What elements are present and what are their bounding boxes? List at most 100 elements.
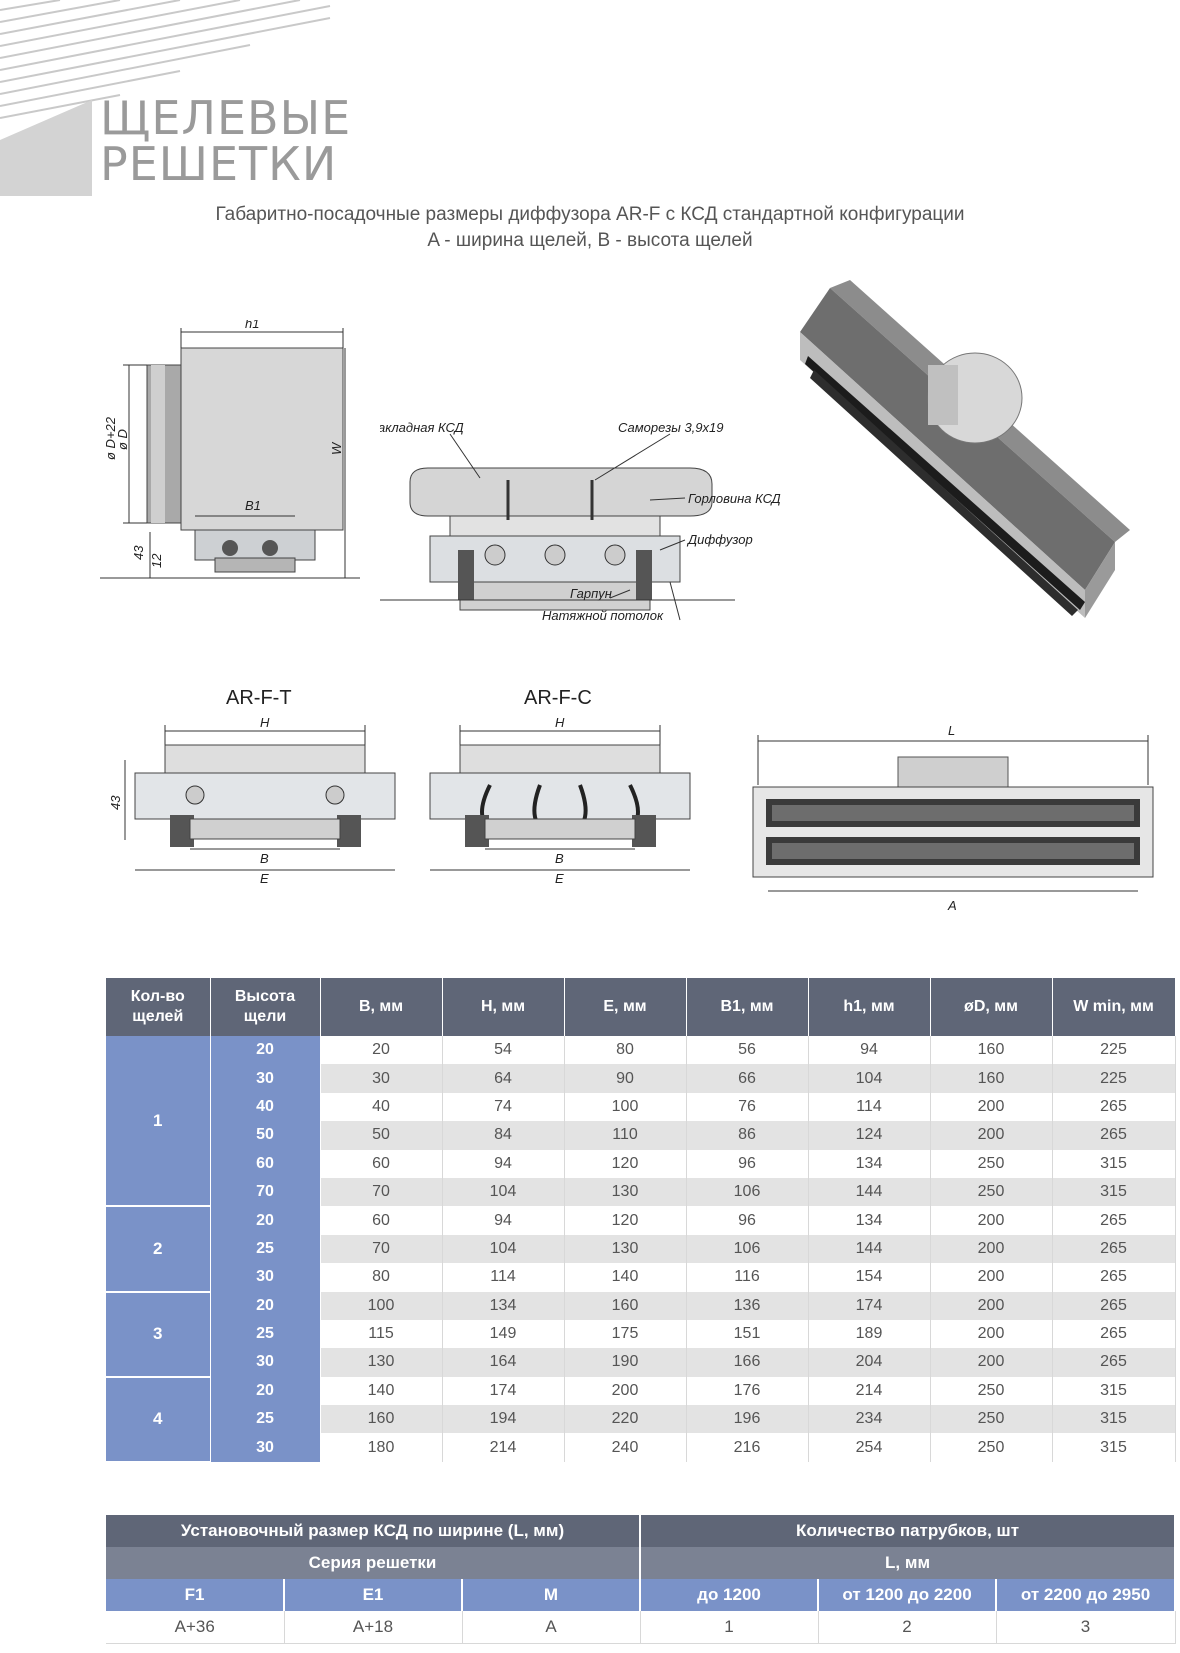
table-cell: 200 bbox=[930, 1234, 1053, 1264]
slot-height-cell: 20 bbox=[210, 1206, 321, 1235]
table-header-cell: øD, мм bbox=[930, 978, 1053, 1036]
table-cell: 204 bbox=[808, 1348, 931, 1377]
table-cell: 134 bbox=[808, 1206, 931, 1235]
table-cell: 151 bbox=[686, 1319, 809, 1349]
table-cell: 70 bbox=[320, 1234, 443, 1264]
table-cell: 140 bbox=[564, 1263, 687, 1292]
table-header-cell: h1, мм bbox=[808, 978, 931, 1036]
table-cell: 265 bbox=[1052, 1319, 1176, 1349]
dim-l: L bbox=[948, 723, 955, 738]
ksd-values-row: A+36 A+18 A 1 2 3 bbox=[106, 1611, 1176, 1644]
table-cell: 104 bbox=[808, 1064, 931, 1093]
table-cell: 214 bbox=[442, 1433, 565, 1462]
table-cell: 100 bbox=[564, 1092, 687, 1122]
table-cell: 265 bbox=[1052, 1234, 1176, 1264]
table-cell: 200 bbox=[564, 1376, 687, 1406]
table-cell: 164 bbox=[442, 1348, 565, 1377]
table-cell: 40 bbox=[320, 1092, 443, 1122]
table-cell: 160 bbox=[930, 1064, 1053, 1093]
table-cell: 216 bbox=[686, 1433, 809, 1462]
table-cell: 166 bbox=[686, 1348, 809, 1377]
product-3d-image bbox=[800, 280, 1130, 618]
table-cell: 56 bbox=[686, 1036, 809, 1065]
ksd-value-e1: A+18 bbox=[284, 1611, 463, 1644]
dim-43-t: 43 bbox=[108, 795, 123, 810]
dim-d: ø D bbox=[115, 429, 130, 450]
ksd-header-left: Установочный размер КСД по ширине (L, мм… bbox=[106, 1515, 642, 1547]
table-cell: 250 bbox=[930, 1433, 1053, 1462]
table-cell: 160 bbox=[930, 1036, 1053, 1065]
table-cell: 200 bbox=[930, 1263, 1053, 1292]
table-cell: 189 bbox=[808, 1319, 931, 1349]
dim-12: 12 bbox=[149, 553, 164, 568]
table-cell: 120 bbox=[564, 1206, 687, 1235]
table-cell: 250 bbox=[930, 1376, 1053, 1406]
slot-height-cell: 40 bbox=[210, 1092, 321, 1122]
table-cell: 94 bbox=[808, 1036, 931, 1065]
table-cell: 225 bbox=[1052, 1064, 1176, 1093]
table-cell: 315 bbox=[1052, 1149, 1176, 1178]
table-cell: 174 bbox=[442, 1376, 565, 1406]
table-cell: 110 bbox=[564, 1121, 687, 1150]
table-cell: 80 bbox=[320, 1263, 443, 1292]
table-cell: 200 bbox=[930, 1206, 1053, 1235]
slot-height-cell: 25 bbox=[210, 1405, 321, 1434]
table-cell: 130 bbox=[564, 1177, 687, 1207]
table-cell: 96 bbox=[686, 1149, 809, 1178]
table-cell: 144 bbox=[808, 1234, 931, 1264]
ksd-range-3: от 2200 до 2950 bbox=[996, 1579, 1177, 1611]
table-header-cell: W min, мм bbox=[1052, 978, 1176, 1036]
table-cell: 70 bbox=[320, 1177, 443, 1207]
ksd-header-row: Установочный размер КСД по ширине (L, мм… bbox=[106, 1515, 1177, 1547]
table-cell: 124 bbox=[808, 1121, 931, 1150]
table-cell: 265 bbox=[1052, 1348, 1176, 1377]
document-subtitle: Габаритно-посадочные размеры диффузора A… bbox=[215, 204, 965, 225]
table-cell: 200 bbox=[930, 1121, 1053, 1150]
side-view-drawing: h1 ø D+22 ø D W B1 43 12 bbox=[100, 320, 360, 579]
dim-e-c: E bbox=[555, 871, 564, 886]
table-cell: 80 bbox=[564, 1036, 687, 1065]
slot-height-cell: 30 bbox=[210, 1433, 321, 1462]
dim-e-t: E bbox=[260, 871, 269, 886]
ar-f-c-drawing: H B E bbox=[429, 715, 691, 886]
table-cell: 265 bbox=[1052, 1092, 1176, 1122]
label-potolok: Натяжной потолок bbox=[542, 608, 664, 623]
brand-title-line1: ЩЕЛЕВЫЕ bbox=[100, 91, 352, 145]
ksd-header-right: Количество патрубков, шт bbox=[640, 1515, 1177, 1547]
ksd-value-count-2: 2 bbox=[818, 1611, 997, 1644]
table-cell: 104 bbox=[442, 1177, 565, 1207]
front-view-drawing: L A bbox=[752, 723, 1154, 913]
table-cell: 116 bbox=[686, 1263, 809, 1292]
table-cell: 265 bbox=[1052, 1263, 1176, 1292]
table-cell: 54 bbox=[442, 1036, 565, 1065]
table-cell: 254 bbox=[808, 1433, 931, 1462]
table-cell: 30 bbox=[320, 1064, 443, 1093]
slot-height-cell: 30 bbox=[210, 1348, 321, 1377]
table-cell: 315 bbox=[1052, 1177, 1176, 1207]
table-cell: 144 bbox=[808, 1177, 931, 1207]
label-zakladnaya: Закладная КСД bbox=[380, 420, 464, 435]
table-cell: 265 bbox=[1052, 1206, 1176, 1235]
table-cell: 114 bbox=[442, 1263, 565, 1292]
table-cell: 149 bbox=[442, 1319, 565, 1349]
slot-height-cell: 25 bbox=[210, 1319, 321, 1349]
dim-a: A bbox=[947, 898, 957, 913]
table-cell: 66 bbox=[686, 1064, 809, 1093]
table-cell: 134 bbox=[808, 1149, 931, 1178]
table-cell: 106 bbox=[686, 1177, 809, 1207]
table-cell: 106 bbox=[686, 1234, 809, 1264]
table-cell: 240 bbox=[564, 1433, 687, 1462]
slot-height-cell: 60 bbox=[210, 1149, 321, 1178]
section-view-drawing: Закладная КСД Саморезы 3,9х19 Горловина … bbox=[380, 420, 781, 623]
table-cell: 94 bbox=[442, 1206, 565, 1235]
slot-height-cell: 20 bbox=[210, 1376, 321, 1406]
